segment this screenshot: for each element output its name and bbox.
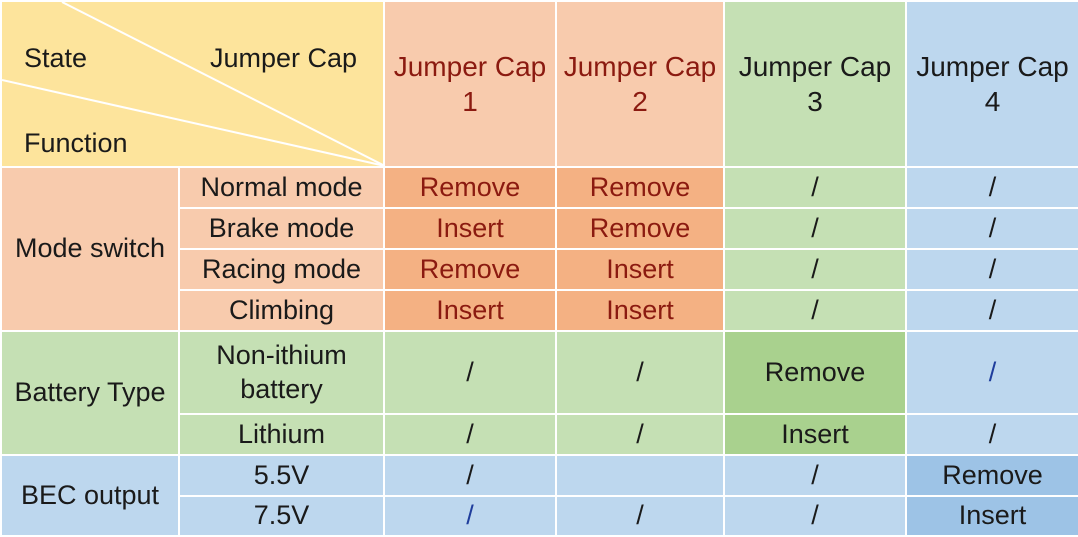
table-cell: / (383, 413, 557, 456)
table-row: Brake mode Insert Remove / / (1, 207, 1078, 250)
table-cell: Remove (905, 454, 1078, 497)
table-row: Racing mode Remove Insert / / (1, 248, 1078, 291)
table-cell: / (723, 166, 907, 209)
header-col-4-line2: 4 (984, 86, 1001, 117)
table-row: Mode switch Normal mode Remove Remove / … (0, 166, 1078, 332)
table-cell: Remove (555, 166, 725, 209)
table-cell: / (723, 289, 907, 332)
table-cell: / (723, 495, 907, 537)
table-cell: Insert (555, 289, 725, 332)
row-label-brake-mode: Brake mode (178, 207, 385, 250)
group-label-bec-output: BEC output (0, 454, 180, 537)
table-cell: / (905, 207, 1078, 250)
table-cell: Insert (905, 495, 1078, 537)
table-row: 7.5V / / / Insert (1, 495, 1078, 537)
table-row: BEC output 5.5V / / Remove (0, 454, 1078, 537)
table-cell (555, 454, 725, 497)
row-label-5-5v: 5.5V (178, 454, 385, 497)
header-jumper-cap-2: Jumper Cap 2 (555, 0, 725, 168)
table-cell: / (383, 495, 557, 537)
table-cell: Remove (383, 248, 557, 291)
corner-jumper-cap-label: Jumper Cap (210, 43, 358, 73)
table-cell: Insert (723, 413, 907, 456)
header-row: State Jumper Cap Function Jumper Cap 1 J… (0, 0, 1078, 168)
header-col-1-line1: Jumper Cap (393, 51, 547, 82)
group-label-mode-switch: Mode switch (0, 166, 180, 332)
corner-diagonal-lines (3, 3, 382, 165)
header-col-3-line2: 3 (807, 86, 823, 117)
header-corner-cell: State Jumper Cap Function (0, 0, 385, 168)
table-row: Battery Type Non-ithium battery / / Remo… (0, 330, 1078, 456)
row-label-climbing: Climbing (178, 289, 385, 332)
corner-function-label: Function (24, 128, 128, 158)
table-cell: / (905, 248, 1078, 291)
corner-state-label: State (24, 43, 88, 73)
table-cell: / (555, 495, 725, 537)
header-jumper-cap-3: Jumper Cap 3 (723, 0, 907, 168)
table-cell: / (383, 454, 557, 497)
header-col-4-line1: Jumper Cap (916, 51, 1069, 82)
table-cell: Insert (555, 248, 725, 291)
table-cell: Insert (383, 289, 557, 332)
row-label-line2: battery (240, 373, 323, 404)
table-cell: Remove (555, 207, 725, 250)
table-cell: / (723, 207, 907, 250)
row-label-lithium: Lithium (178, 413, 385, 456)
table-row: Lithium / / Insert / (1, 413, 1078, 456)
table-cell: / (905, 330, 1078, 415)
row-label-racing-mode: Racing mode (178, 248, 385, 291)
table-cell: / (555, 330, 725, 415)
header-jumper-cap-4: Jumper Cap 4 (905, 0, 1078, 168)
header-col-1-line2: 1 (462, 86, 478, 117)
row-label-7-5v: 7.5V (178, 495, 385, 537)
table-cell: Insert (383, 207, 557, 250)
table-cell: Remove (723, 330, 907, 415)
row-label-line1: Non-ithium (216, 339, 347, 370)
table-cell: / (905, 166, 1078, 209)
table-cell: / (723, 454, 907, 497)
table-cell: / (383, 330, 557, 415)
row-label-non-ithium-battery: Non-ithium battery (178, 330, 385, 415)
header-col-2-line2: 2 (632, 86, 648, 117)
table-cell: / (905, 413, 1078, 456)
table-row: Climbing Insert Insert / / (1, 289, 1078, 332)
table-cell: / (555, 413, 725, 456)
table-cell: Remove (383, 166, 557, 209)
header-jumper-cap-1: Jumper Cap 1 (383, 0, 557, 168)
group-label-battery-type: Battery Type (0, 330, 180, 456)
row-label-normal-mode: Normal mode (178, 166, 385, 209)
header-col-3-line1: Jumper Cap (738, 51, 892, 82)
header-col-2-line1: Jumper Cap (563, 51, 717, 82)
table-cell: / (723, 248, 907, 291)
table-cell: / (905, 289, 1078, 332)
